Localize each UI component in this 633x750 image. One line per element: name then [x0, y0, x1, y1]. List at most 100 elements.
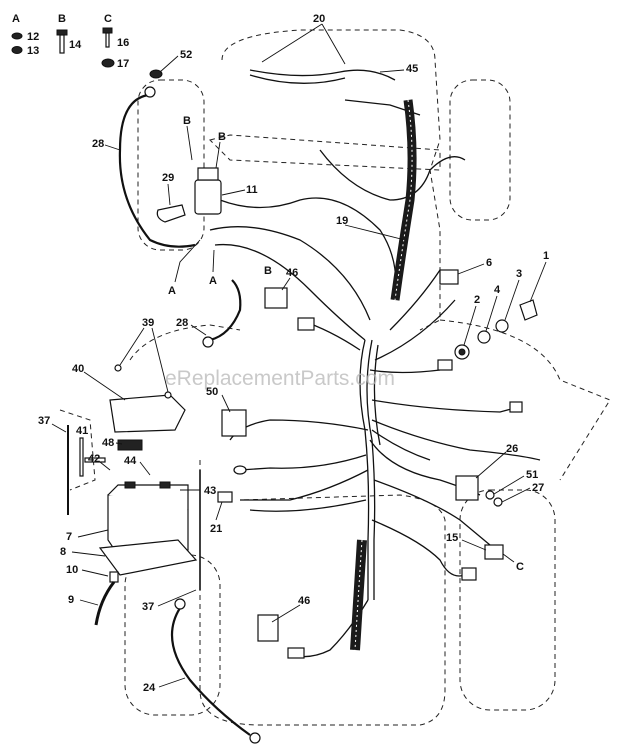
callout-50: 50	[206, 386, 218, 398]
leader-6	[457, 263, 485, 275]
hood-outline	[221, 29, 441, 331]
legend-item-14: 14	[69, 39, 82, 51]
leader-letter-a-2	[212, 249, 215, 273]
front-right-wheel-ghost	[449, 79, 511, 221]
washer-52	[149, 69, 163, 79]
cable-28-lower	[209, 279, 242, 342]
leader-26	[475, 451, 507, 479]
letter-b-1: B	[183, 115, 191, 127]
washer-12-icon	[11, 32, 23, 40]
callout-46b: 46	[298, 595, 310, 607]
leader-48	[115, 442, 123, 445]
callout-10: 10	[66, 564, 78, 576]
legend-item-16: 16	[117, 37, 129, 49]
callout-26: 26	[506, 443, 518, 455]
letter-b-3: B	[264, 265, 272, 277]
cable-28-ring-terminal	[144, 86, 156, 98]
callout-43: 43	[204, 485, 216, 497]
bolt-41	[79, 437, 84, 477]
dash-lead	[319, 149, 466, 201]
leader-lines	[51, 23, 547, 688]
connector-6	[439, 269, 459, 285]
leader-letter-c-1	[502, 553, 515, 563]
watermark: eReplacementParts.com	[165, 367, 395, 390]
branch-left-ring	[239, 454, 367, 471]
callout-44: 44	[124, 455, 137, 467]
bolt-shank-14-icon	[59, 34, 65, 54]
branch-left-50	[229, 419, 369, 441]
callout-20: 20	[313, 13, 325, 25]
bolt-42	[84, 457, 106, 463]
callout-21: 21	[210, 523, 222, 535]
battery-post-pos	[159, 481, 171, 489]
leader-51	[493, 475, 525, 495]
bezel-3	[495, 319, 509, 333]
legend-item-12: 12	[27, 31, 39, 43]
callout-6: 6	[486, 257, 492, 269]
callout-52: 52	[180, 49, 192, 61]
solenoid-lead-3	[219, 197, 397, 301]
relay-46-upper	[264, 287, 288, 309]
callout-28b: 28	[176, 317, 188, 329]
nut-13-icon	[11, 46, 23, 54]
connector-21	[217, 491, 233, 503]
callout-40: 40	[72, 363, 84, 375]
callout-9: 9	[68, 594, 74, 606]
coiled-conduit-19	[350, 99, 417, 651]
callout-numbers: 20 45 52 28 29 11 19 1 3 4 2 6 46 39 28 …	[38, 13, 549, 694]
battery-bracket-ghost	[59, 409, 96, 491]
screw-shank-16-icon	[105, 32, 110, 48]
tractor-outline-ghost	[59, 29, 611, 726]
callout-37a: 37	[38, 415, 50, 427]
leader-3	[504, 279, 520, 321]
leader-1	[529, 261, 547, 303]
nut-39a	[114, 364, 122, 372]
battery-top	[107, 484, 189, 510]
leader-8	[71, 551, 106, 557]
leader-letter-b-2	[215, 141, 221, 169]
module-50	[221, 409, 247, 437]
letter-a-2: A	[209, 275, 217, 287]
starter-solenoid-11	[194, 179, 222, 215]
branch-right-2	[371, 399, 516, 413]
leader-20a	[261, 23, 323, 63]
bolt-head-14-icon	[56, 29, 68, 36]
right-fender-ghost	[439, 319, 611, 481]
conduit-upper-rings	[394, 99, 413, 301]
leader-50	[221, 394, 231, 413]
callout-48: 48	[102, 437, 114, 449]
headlight-lead	[249, 69, 396, 81]
cable-24-ring-top	[174, 598, 186, 610]
main-trunk-b	[366, 339, 376, 600]
wire-harness	[209, 69, 541, 658]
legend-item-17: 17	[117, 58, 129, 70]
branch-right-1	[369, 369, 441, 374]
callout-37b: 37	[142, 601, 154, 613]
leader-46b	[271, 604, 301, 623]
relay-connector	[297, 317, 315, 331]
callout-7: 7	[66, 531, 72, 543]
boot-29	[156, 204, 186, 223]
legend-letter-a: A	[12, 13, 20, 25]
battery-post-neg	[124, 481, 136, 489]
dash-connector	[437, 359, 453, 371]
leader-letter-a-1	[174, 239, 201, 283]
right-upper-lead	[389, 269, 441, 331]
callout-42: 42	[88, 453, 100, 465]
leader-4	[485, 295, 498, 332]
fastener-letters: B B A A B C	[168, 115, 524, 573]
letter-a-1: A	[168, 285, 176, 297]
rear-left-wheel-ghost	[124, 554, 221, 716]
connector-lower-right	[461, 567, 477, 581]
battery-cables	[118, 86, 261, 744]
solenoid-lead-2	[214, 243, 366, 341]
leader-40	[83, 371, 126, 401]
front-axle-ghost	[209, 134, 441, 171]
leader-15	[461, 539, 487, 551]
leader-21	[215, 501, 223, 521]
leader-20b	[321, 23, 346, 65]
branch-left-lower	[249, 499, 367, 512]
callout-8: 8	[60, 546, 66, 558]
nut-39b	[164, 391, 172, 399]
